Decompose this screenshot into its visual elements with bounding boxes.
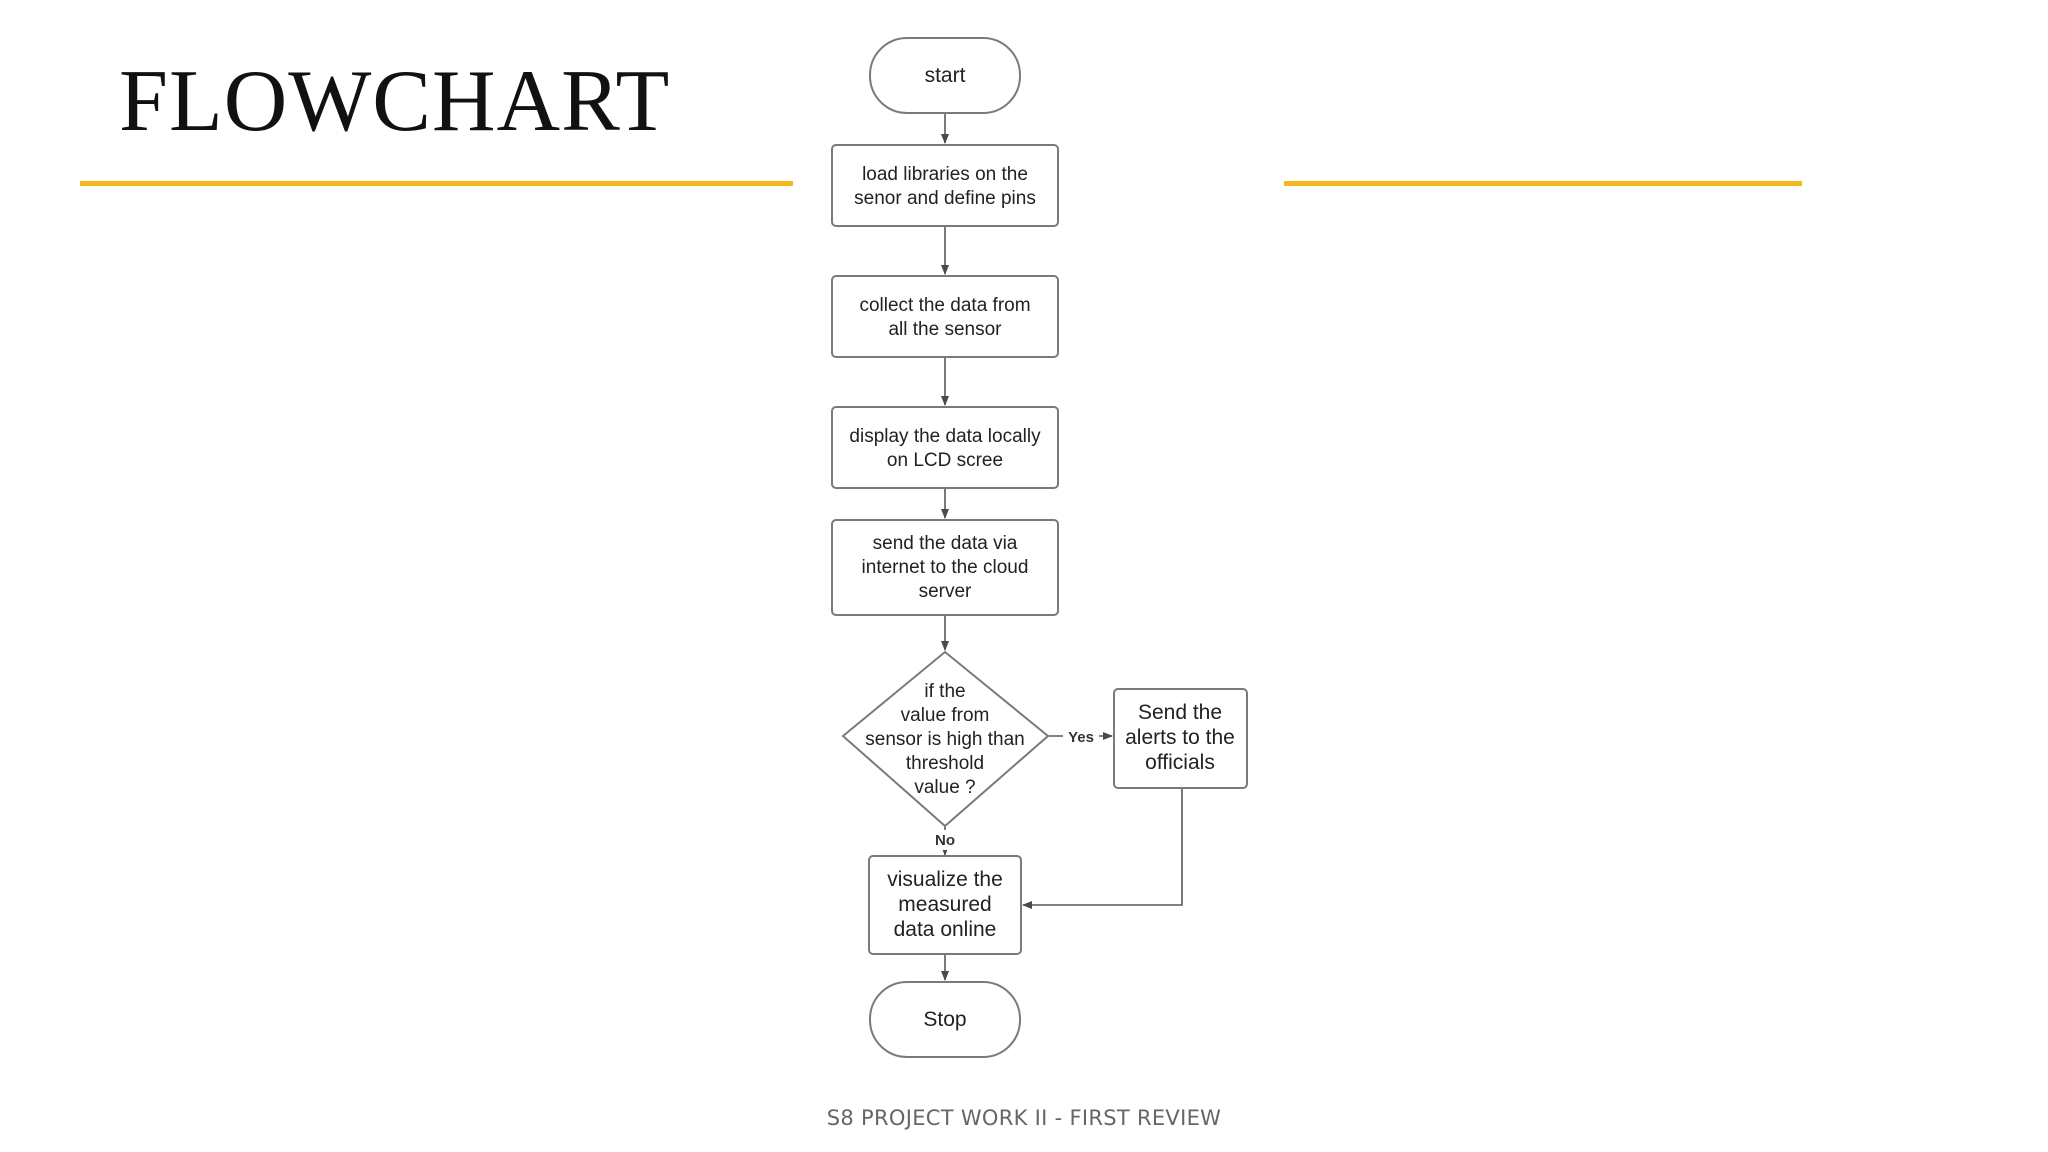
node-send-data: send the data via internet to the cloud se… [831,519,1059,616]
node-label-line: officials [1145,751,1215,774]
node-label-line: all the sensor [888,319,1002,340]
title-underline-left [80,181,793,186]
node-label-line: data online [894,918,997,941]
node-label-line: collect the data from [859,295,1030,316]
node-label-line: on LCD scree [887,450,1003,471]
node-label-line: internet to the cloud [862,557,1029,578]
edge-alerts-to-visualize [1022,788,1183,909]
node-label-line: value ? [914,777,975,798]
node-label-line: threshold [906,753,984,774]
node-threshold-decision: if the value from sensor is high than thres… [841,650,1050,828]
node-display-data: display the data locally on LCD scree [831,406,1059,489]
node-collect-data-text: collect the data from all the sensor [859,295,1030,340]
node-threshold-decision-text: if the value from sensor is high than thres… [865,681,1025,798]
node-label-line: measured [898,893,991,916]
slide-title: FLOWCHART [119,53,671,150]
yes-label-bg [1063,727,1099,745]
node-load-libraries: load libraries on the senor and define pi… [831,144,1059,227]
node-label-line: Stop [923,1008,966,1031]
slide-footer: S8 PROJECT WORK II - FIRST REVIEW [826,1106,1222,1130]
node-label-line: senor and define pins [854,188,1036,209]
node-label-line: load libraries on the [862,164,1028,185]
node-stop-text: Stop [923,1008,966,1031]
edge-label-no: No [935,832,955,849]
node-label-line: start [925,64,966,87]
node-label-line: send the data via [873,533,1018,554]
node-label-line: server [919,581,972,602]
node-label-line: Send the [1138,701,1222,724]
node-label-line: alerts to the [1125,726,1235,749]
edge-label-yes: Yes [1068,729,1094,746]
node-collect-data: collect the data from all the sensor [831,275,1059,358]
node-display-data-text: display the data locally on LCD scree [849,426,1041,471]
node-label-line: visualize the [887,868,1003,891]
node-start-text: start [925,64,966,87]
no-label-bg [930,830,960,850]
node-stop: Stop [869,981,1021,1058]
node-label-line: value from [901,705,990,726]
node-start: start [869,37,1021,114]
title-underline-right [1284,181,1802,186]
node-load-libraries-text: load libraries on the senor and define pi… [854,164,1036,209]
node-send-data-text: send the data via internet to the cloud se… [862,533,1029,602]
node-label-line: sensor is high than [865,729,1025,750]
node-label-line: if the [924,681,965,702]
node-label-line: display the data locally [849,426,1041,447]
